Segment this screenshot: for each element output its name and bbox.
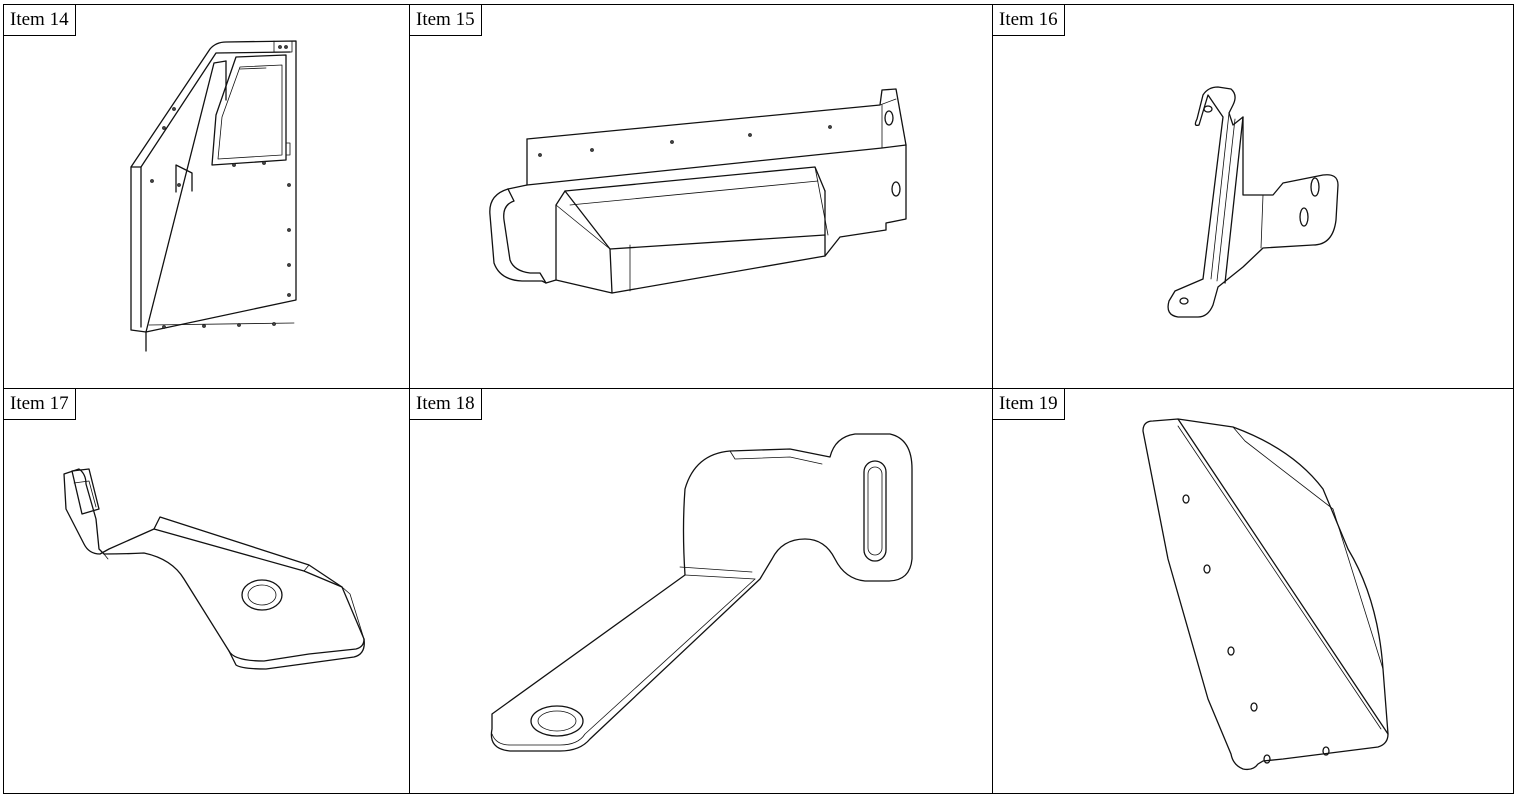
item-label-17: Item 17 [4,389,76,420]
item-cell-15: Item 15 [409,4,994,390]
item-label-15: Item 15 [410,5,482,36]
item-14-drawing [130,40,297,352]
item-16-drawing [1167,86,1339,318]
item-label-14: Item 14 [4,5,76,36]
item-cell-14: Item 14 [3,4,411,390]
item-cell-17: Item 17 [3,388,411,794]
item-cell-19: Item 19 [992,388,1514,794]
item-cell-18: Item 18 [409,388,994,794]
item-cell-16: Item 16 [992,4,1514,390]
item-label-18: Item 18 [410,389,482,420]
item-label-19: Item 19 [993,389,1065,420]
item-19-drawing [1142,418,1389,771]
item-15-drawing [489,88,907,294]
item-17-drawing [63,468,365,670]
item-18-drawing [490,433,913,752]
item-label-16: Item 16 [993,5,1065,36]
